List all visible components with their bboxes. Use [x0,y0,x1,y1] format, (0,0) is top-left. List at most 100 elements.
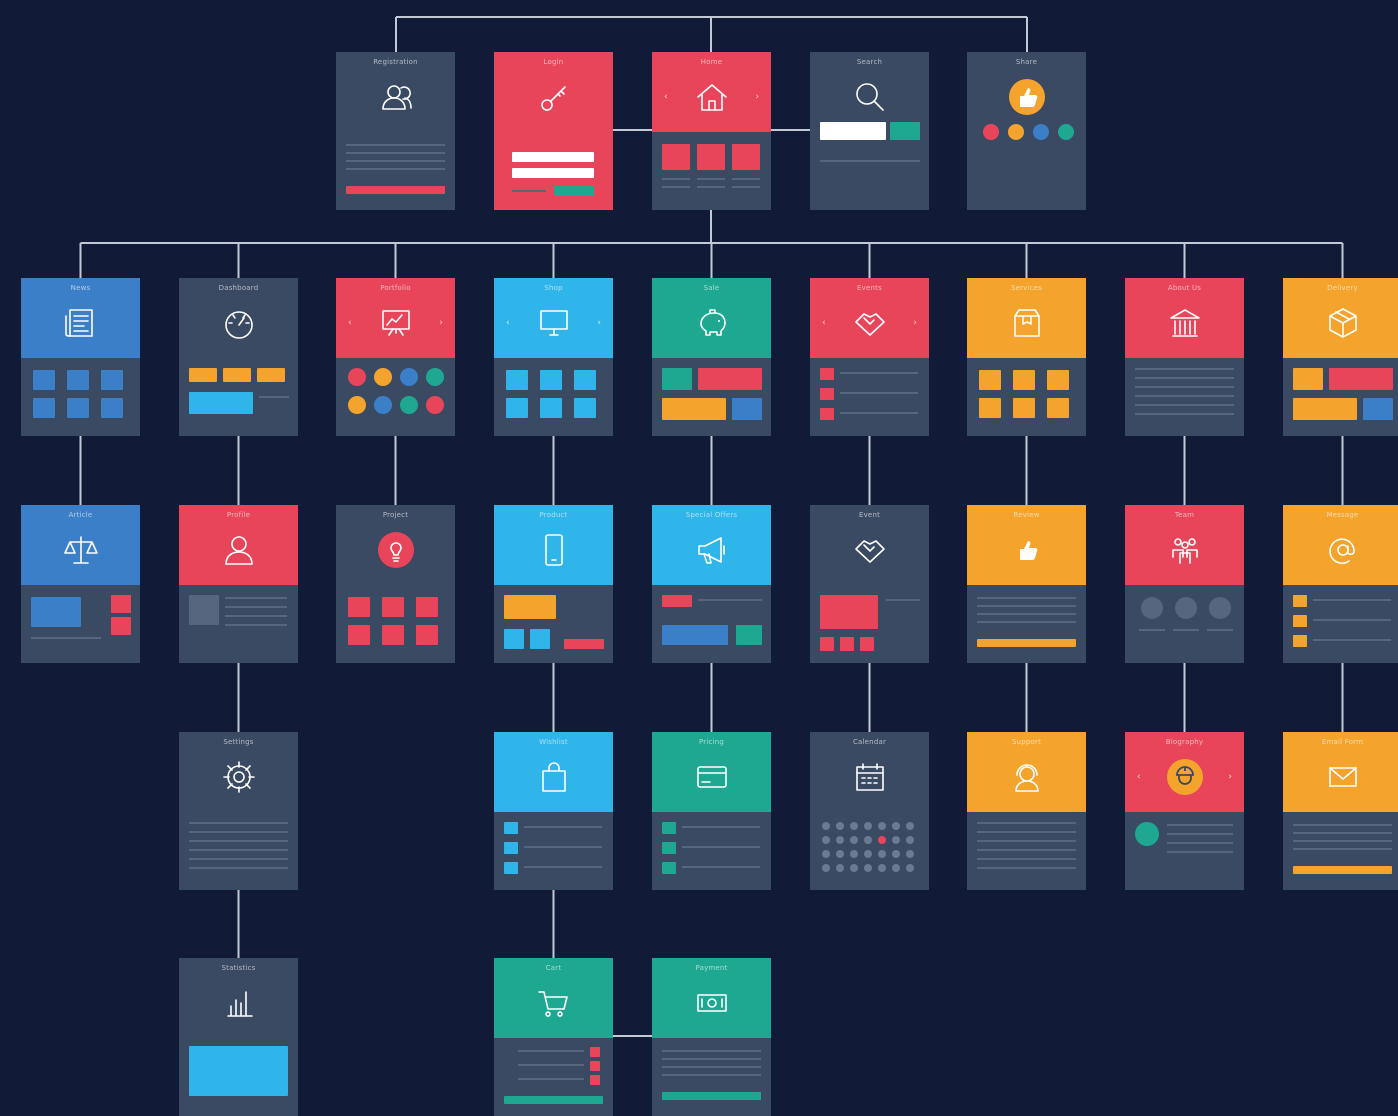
page-card-dashboard[interactable]: Dashboard [179,278,298,436]
placeholder-line [346,168,445,170]
calendar-day [822,836,830,844]
placeholder-line [189,867,288,869]
placeholder-line [346,160,445,162]
page-card-team[interactable]: Team [1125,505,1244,663]
page-card-event[interactable]: Event [810,505,929,663]
page-card-product[interactable]: Product [494,505,613,663]
calendar-day [864,850,872,858]
widget-tile [189,368,217,382]
page-card-login[interactable]: Login [494,52,613,210]
gauge-icon [220,304,258,342]
page-card-support[interactable]: Support [967,732,1086,890]
page-card-about-us[interactable]: About Us [1125,278,1244,436]
card-title: Pricing [699,738,724,746]
card-title: Product [539,511,568,519]
page-card-statistics[interactable]: Statistics [179,958,298,1116]
placeholder-line [225,615,287,617]
calendar-day [864,822,872,830]
headset-icon [1008,758,1046,796]
card-header: Events‹› [810,278,929,358]
page-card-services[interactable]: Services [967,278,1086,436]
placeholder-line [1135,368,1234,370]
card-body [336,585,455,663]
page-card-delivery[interactable]: Delivery [1283,278,1398,436]
card-body [810,812,929,890]
page-card-article[interactable]: Article [21,505,140,663]
card-header: Support [967,732,1086,812]
widget-tile [67,398,89,418]
placeholder-line [512,190,546,192]
key-icon [535,78,573,116]
card-title: Event [858,511,881,519]
next-arrow-icon: › [597,318,601,328]
widget-tile [736,625,762,645]
card-body [1125,358,1244,436]
placeholder-line [189,831,288,833]
widget-tile [33,398,55,418]
portfolio-dot [374,368,392,386]
list-icon [504,842,518,854]
card-title: Wishlist [539,738,568,746]
placeholder-line [1313,639,1391,641]
card-header: Login [494,52,613,210]
widget-tile [382,597,404,617]
card-title: About Us [1167,284,1202,292]
page-card-home[interactable]: Home‹› [652,52,771,210]
placeholder-line [977,858,1076,860]
calendar-day [836,822,844,830]
page-card-sale[interactable]: Sale [652,278,771,436]
placeholder-line [1167,824,1233,826]
handshake-icon [851,531,889,569]
calendar-day [850,836,858,844]
page-card-biography[interactable]: Biography‹› [1125,732,1244,890]
page-card-profile[interactable]: Profile [179,505,298,663]
page-card-news[interactable]: News [21,278,140,436]
card-title: Search [856,58,883,66]
placeholder-line [1167,833,1233,835]
home-tile [662,144,690,170]
page-card-portfolio[interactable]: Portfolio‹› [336,278,455,436]
widget-tile [540,370,562,390]
card-body [652,812,771,890]
card-body [336,358,455,436]
page-card-share[interactable]: Share [967,52,1086,210]
card-title: Settings [223,738,254,746]
submit-bar [1293,866,1392,874]
page-card-registration[interactable]: Registration [336,52,455,210]
handshake-icon [851,304,889,342]
card-body [967,124,1086,210]
page-card-wishlist[interactable]: Wishlist [494,732,613,890]
placeholder-line [1167,851,1233,853]
page-card-email-form[interactable]: Email Form [1283,732,1398,890]
page-card-project[interactable]: Project [336,505,455,663]
page-card-special-offers[interactable]: Special Offers [652,505,771,663]
page-card-shop[interactable]: Shop‹› [494,278,613,436]
search-icon [851,78,889,116]
page-card-search[interactable]: Search [810,52,929,210]
lightbulb-icon [377,531,415,569]
share-dot [1058,124,1074,140]
portfolio-dot [400,396,418,414]
page-card-message[interactable]: Message [1283,505,1398,663]
placeholder-line [1313,599,1391,601]
card-body [1125,585,1244,663]
page-card-events[interactable]: Events‹› [810,278,929,436]
page-card-pricing[interactable]: Pricing [652,732,771,890]
calendar-day [892,850,900,858]
page-card-review[interactable]: Review [967,505,1086,663]
page-card-settings[interactable]: Settings [179,732,298,890]
buy-button [564,639,604,649]
widget-tile [416,625,438,645]
portfolio-dot [426,368,444,386]
placeholder-line [346,152,445,154]
page-card-calendar[interactable]: Calendar [810,732,929,890]
thumbs-up-icon [1008,78,1046,116]
user-group-icon [377,78,415,116]
widget-tile [1047,398,1069,418]
page-card-payment[interactable]: Payment [652,958,771,1116]
page-card-cart[interactable]: Cart [494,958,613,1116]
card-body [336,132,455,210]
prev-arrow-icon: ‹ [664,92,668,102]
worker-icon [1166,758,1204,796]
card-body [1283,585,1398,663]
